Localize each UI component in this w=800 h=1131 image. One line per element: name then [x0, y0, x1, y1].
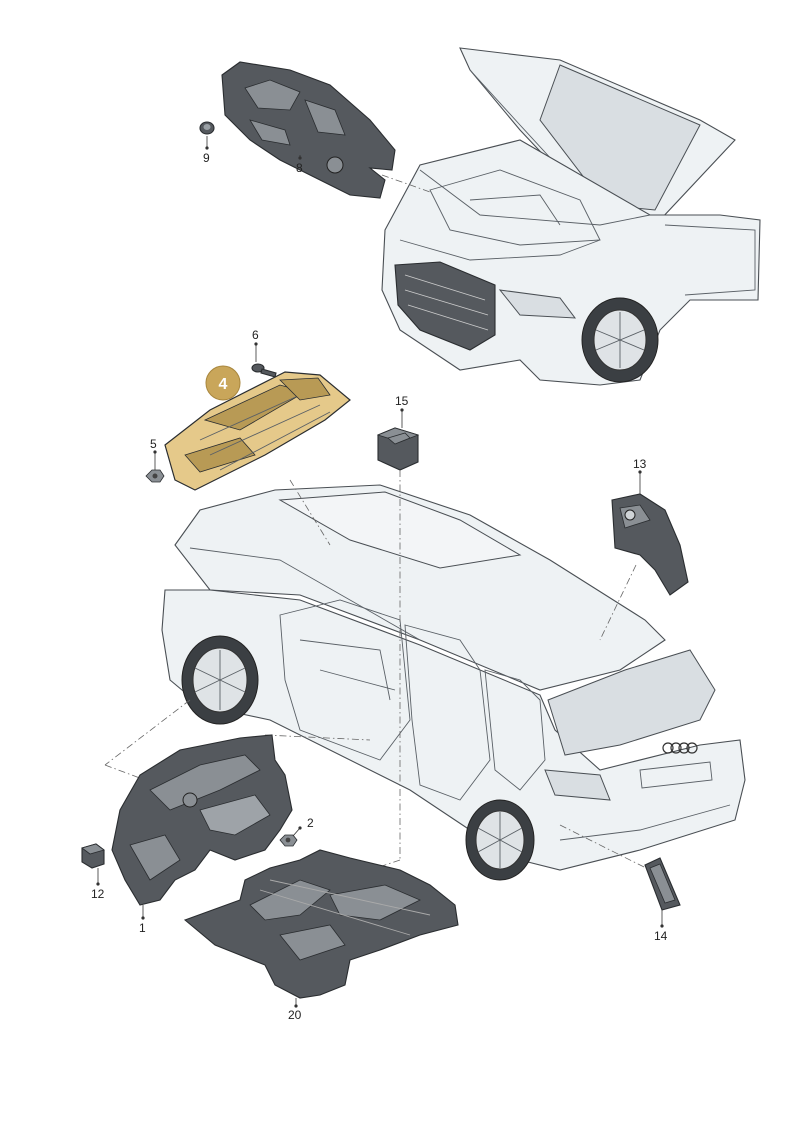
callout-1[interactable]: 1 [139, 921, 146, 935]
part-4-floor-insulation-highlighted [164, 371, 351, 491]
callout-14[interactable]: 14 [654, 929, 668, 943]
leader-lines [96, 136, 664, 1008]
callout-12[interactable]: 12 [91, 887, 105, 901]
callout-6[interactable]: 6 [252, 328, 259, 342]
callout-labels: 9 8 6 4 5 15 13 2 12 1 20 14 [91, 151, 668, 1022]
part-2-nut [279, 834, 298, 847]
callout-20[interactable]: 20 [288, 1008, 302, 1022]
part-6-screw [251, 363, 277, 378]
part-5-nut [145, 469, 165, 483]
callout-9[interactable]: 9 [203, 151, 210, 165]
part-8-bulkhead-insulation [221, 61, 396, 199]
part-13-wheel-arch-insulation [611, 493, 689, 596]
callout-4-badge[interactable]: 4 [205, 365, 241, 401]
part-9-clip [199, 121, 215, 135]
car-body-shell [161, 484, 746, 881]
callout-13[interactable]: 13 [633, 457, 647, 471]
part-12-clip [81, 843, 105, 869]
callout-5[interactable]: 5 [150, 437, 157, 451]
callout-8[interactable]: 8 [296, 161, 303, 175]
car-front-hood-open [381, 47, 761, 386]
part-20-floor-carpet [183, 849, 459, 999]
callout-2[interactable]: 2 [307, 816, 314, 830]
part-15-bracket [376, 427, 420, 471]
callout-15[interactable]: 15 [395, 394, 409, 408]
part-14-rear-insulation [644, 857, 681, 911]
callout-4[interactable]: 4 [219, 376, 228, 393]
part-1-front-floor-insulation [111, 734, 293, 906]
